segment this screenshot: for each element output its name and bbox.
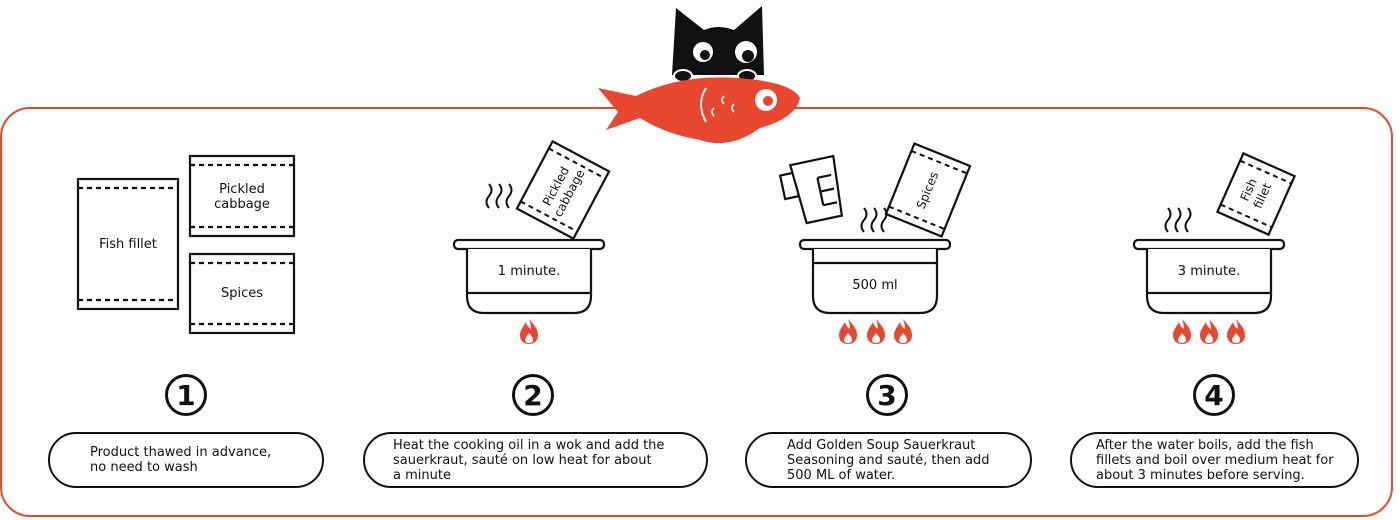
pot-label-step2: 1 minute. [497,264,561,279]
measuring-cup-icon [778,154,844,225]
fish-icon [598,77,800,144]
step-number-2: 2 [512,374,554,416]
pack-label-spices: Spices [220,286,264,301]
pack-label-cabbage: Pickled cabbage [214,182,270,212]
flame-icon [1200,319,1218,344]
step-description-text: Add Golden Soup Sauerkraut Seasoning and… [787,437,990,483]
step-number-4: 4 [1193,374,1235,416]
flame-icon [839,319,857,344]
step-description-3: Add Golden Soup Sauerkraut Seasoning and… [745,432,1032,488]
step4-art [1132,151,1297,344]
step1-packs [76,154,296,335]
flame-icon [1227,319,1245,344]
pot-icon [798,238,952,315]
pack-label-fish: Fish fillet [99,237,157,252]
step-number-1: 1 [165,374,207,416]
flame-icon [1173,319,1191,344]
pot-icon [452,238,606,315]
step-description-4: After the water boils, add the fish fill… [1070,432,1359,488]
flame-icon [520,319,538,344]
cat-mascot-icon [672,6,764,83]
steam-icon [485,183,513,209]
packet-icon [515,139,611,241]
steam-icon [860,207,888,233]
step-description-2: Heat the cooking oil in a wok and add th… [363,432,708,488]
step2-art [452,139,611,344]
step-description-1: Product thawed in advance, no need to wa… [48,432,324,488]
step-number-3: 3 [866,374,908,416]
flame-icon [894,319,912,344]
packet-icon [1215,151,1297,237]
step-description-text: After the water boils, add the fish fill… [1096,437,1334,483]
step-description-text: Product thawed in advance, no need to wa… [90,445,272,475]
pot-icon [1132,238,1286,315]
flame-icon [867,319,885,344]
steam-icon [1164,207,1192,233]
pot-label-step3: 500 ml [852,278,898,293]
step-description-text: Heat the cooking oil in a wok and add th… [393,437,665,483]
step3-art [778,142,972,344]
pot-label-step4: 3 minute. [1177,264,1241,279]
packet-icon [884,142,972,238]
